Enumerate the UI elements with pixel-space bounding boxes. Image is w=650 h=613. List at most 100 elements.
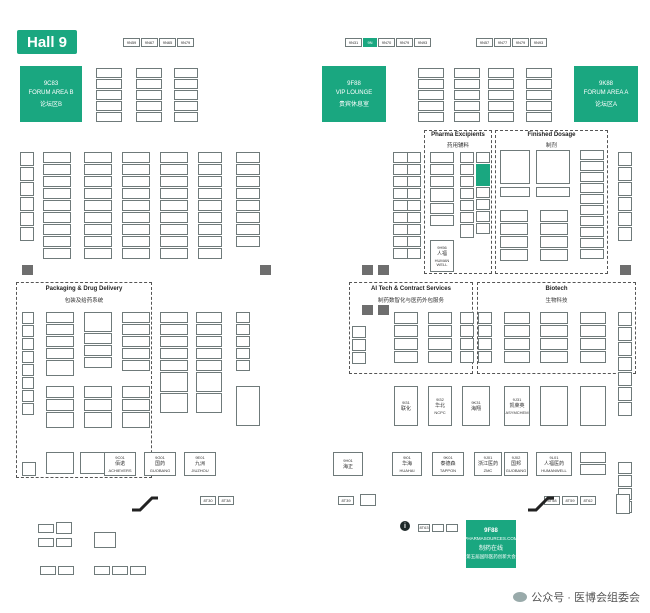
booth[interactable] [236,236,260,247]
booth[interactable] [236,188,260,199]
booth[interactable] [160,348,188,359]
booth-company[interactable]: 9G01 国药 GUOBANG [144,452,176,476]
booth[interactable] [130,566,146,575]
booth[interactable] [122,200,150,211]
booth[interactable]: 9N77 [494,38,511,47]
booth[interactable] [407,212,421,223]
booth[interactable] [46,452,74,474]
booth[interactable] [618,342,632,356]
booth[interactable] [580,249,604,259]
booth[interactable] [580,325,606,337]
booth[interactable] [580,161,604,171]
booth[interactable] [122,152,150,163]
booth[interactable] [160,324,188,335]
booth[interactable] [84,386,112,398]
booth[interactable] [504,338,530,350]
booth[interactable] [198,224,222,235]
booth[interactable] [46,348,74,359]
booth[interactable] [580,216,604,226]
booth[interactable] [196,348,222,359]
booth[interactable] [618,402,632,416]
booth[interactable] [46,412,74,428]
booth[interactable] [198,152,222,163]
booth[interactable] [236,360,250,371]
booth[interactable] [526,79,552,89]
booth[interactable]: 9N79 [396,38,413,47]
booth[interactable] [536,187,570,197]
booth-company[interactable]: 9I31 联化 [394,386,418,426]
booth[interactable]: 9N59 [123,38,140,47]
booth[interactable] [43,176,71,187]
booth[interactable] [122,176,150,187]
booth[interactable] [488,79,514,89]
booth[interactable] [43,164,71,175]
booth[interactable] [430,203,454,214]
booth[interactable] [236,212,260,223]
booth[interactable]: 9N93 [530,38,547,47]
booth[interactable] [352,352,366,364]
booth[interactable] [460,338,474,350]
booth[interactable] [236,152,260,163]
booth[interactable] [160,393,188,413]
booth[interactable] [43,236,71,247]
booth[interactable] [22,364,34,376]
booth[interactable] [160,212,188,223]
booth[interactable] [160,152,188,163]
booth[interactable] [616,494,630,514]
booth[interactable] [196,360,222,371]
booth[interactable] [22,377,34,389]
booth[interactable] [122,236,150,247]
booth[interactable] [540,223,568,235]
booth[interactable] [122,212,150,223]
booth[interactable] [407,164,421,175]
booth[interactable]: 8T62 [580,496,596,505]
booth[interactable] [136,68,162,78]
booth[interactable] [160,188,188,199]
booth[interactable] [454,90,480,100]
booth[interactable] [84,164,112,175]
booth[interactable] [428,312,452,324]
booth[interactable] [500,249,528,261]
booth[interactable] [43,212,71,223]
booth-company[interactable]: 9K31 海翔 [462,386,490,426]
booth[interactable] [526,101,552,111]
booth[interactable] [504,312,530,324]
booth[interactable] [22,403,34,415]
booth[interactable] [22,325,34,337]
booth[interactable] [160,164,188,175]
booth[interactable] [460,152,474,163]
booth[interactable] [96,79,122,89]
booth[interactable] [580,172,604,182]
booth[interactable] [488,68,514,78]
booth[interactable] [394,338,418,350]
booth[interactable] [418,79,444,89]
booth[interactable] [46,312,74,323]
booth[interactable] [174,101,198,111]
booth[interactable] [122,399,150,411]
forum-area-a[interactable]: 9K88 FORUM AREA A 论坛区A [574,66,638,122]
booth[interactable]: 8T63 [418,524,430,532]
booth[interactable] [20,197,34,211]
booth[interactable] [22,338,34,350]
booth[interactable] [460,200,474,211]
booth[interactable] [618,197,632,211]
booth[interactable] [540,325,568,337]
booth[interactable] [432,524,444,532]
booth-company[interactable]: 9L01 人福医药 HUMANWELL [536,452,572,476]
booth[interactable] [430,152,454,163]
booth[interactable] [580,227,604,237]
booth[interactable]: 8T38 [218,496,234,505]
booth[interactable] [476,199,490,210]
booth[interactable] [198,176,222,187]
booth[interactable] [38,524,54,533]
booth[interactable] [96,68,122,78]
booth[interactable]: 8T59 [562,496,578,505]
booth[interactable] [198,164,222,175]
booth[interactable] [618,372,632,386]
booth[interactable] [84,176,112,187]
booth[interactable] [136,101,162,111]
booth[interactable] [236,336,250,347]
booth[interactable]: 9N70 [378,38,395,47]
booth[interactable] [407,152,421,163]
booth[interactable] [40,566,56,575]
